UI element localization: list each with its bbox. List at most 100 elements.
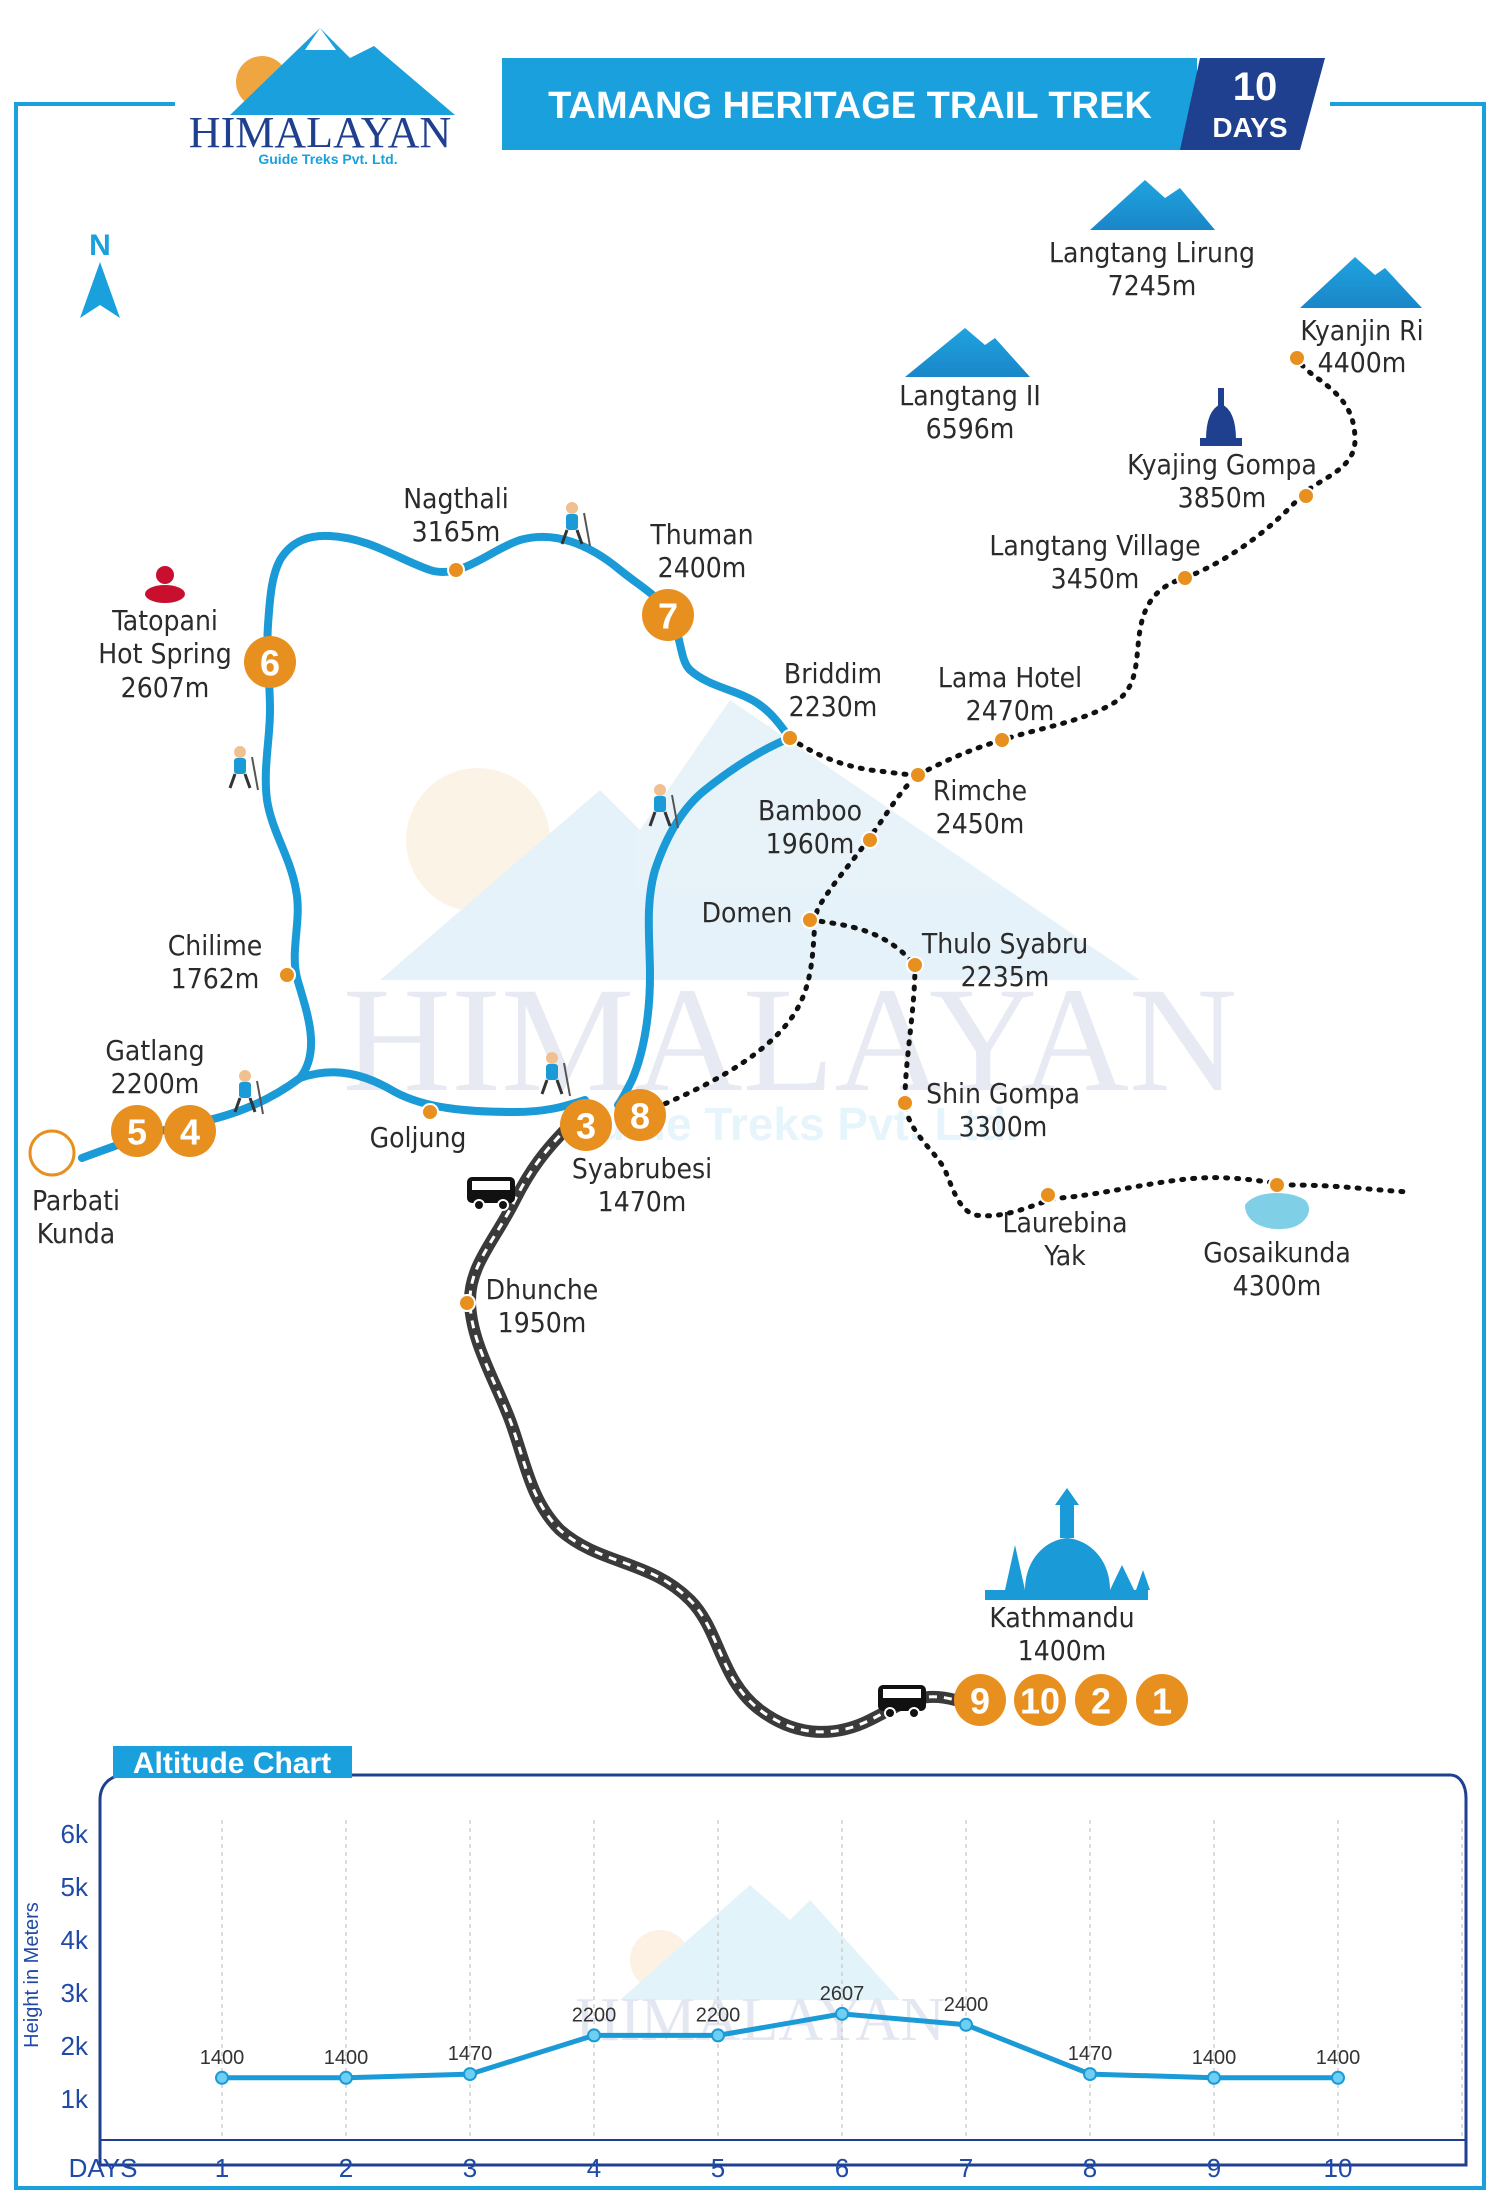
- altitude-value-label: 1400: [200, 2047, 245, 2069]
- north-label: N: [89, 229, 111, 262]
- hiker-icon: [228, 746, 259, 791]
- day-marker-d8: 8: [614, 1089, 666, 1141]
- day-marker-d1: 1: [1136, 1674, 1188, 1726]
- place-laurebina-2: Yak: [1043, 1239, 1086, 1272]
- chart-watermark-text: HIMALAYAN: [575, 1986, 945, 2054]
- trail-path: [261, 531, 794, 1109]
- x-axis-label: DAYS: [69, 2153, 138, 2183]
- mountain-icon: [905, 328, 1030, 377]
- place-rimche: Rimche: [933, 774, 1027, 807]
- y-tick-label: 2k: [61, 2031, 89, 2061]
- place-tatopani-2: Hot Spring: [98, 637, 232, 670]
- x-tick-label: 6: [835, 2153, 849, 2183]
- mountain-icon: [1090, 180, 1215, 230]
- altitude-point: [959, 2017, 973, 2032]
- day-number: 3: [576, 1106, 596, 1147]
- place-parbati: Parbati: [32, 1184, 120, 1217]
- lake-icon: [1245, 1193, 1310, 1230]
- y-tick-label: 6k: [61, 1819, 89, 1849]
- logo-name: HIMALAYAN: [189, 108, 451, 157]
- svg-text:Kyanjin Ri: Kyanjin Ri: [1300, 314, 1423, 347]
- days-word: DAYS: [1212, 112, 1287, 143]
- place-bamboo: Bamboo: [758, 794, 862, 827]
- hiker-icon: [560, 502, 591, 547]
- place-langtang-village-alt: 3450m: [1051, 562, 1140, 595]
- day-number: 6: [260, 643, 280, 684]
- y-tick-label: 5k: [61, 1872, 89, 1902]
- x-tick-label: 8: [1083, 2153, 1097, 2183]
- road-centerline: [468, 1123, 956, 1734]
- x-tick-label: 10: [1324, 2153, 1353, 2183]
- place-parbati-2: Kunda: [37, 1217, 116, 1250]
- place-dot: [909, 766, 927, 784]
- place-dot: [1039, 1186, 1057, 1204]
- place-shin-gompa-alt: 3300m: [959, 1110, 1048, 1143]
- altitude-point: [1207, 2070, 1221, 2085]
- mountain-kyanjin-ri: Kyanjin Ri 4400m: [1300, 257, 1424, 379]
- x-tick-label: 7: [959, 2153, 973, 2183]
- day-number: 4: [180, 1112, 200, 1153]
- day-number: 2: [1091, 1681, 1111, 1722]
- altitude-point: [463, 2067, 477, 2082]
- day-marker-d10: 10: [1014, 1674, 1066, 1726]
- y-tick-label: 1k: [61, 2084, 89, 2114]
- altitude-value-label: 1400: [1316, 2047, 1361, 2069]
- altitude-point: [215, 2070, 229, 2085]
- svg-text:Langtang II: Langtang II: [899, 379, 1041, 412]
- altitude-value-label: 1470: [448, 2043, 493, 2065]
- watermark: HIMALAYAN Guide Treks Pvt. Ltd.: [343, 700, 1237, 1150]
- road: [463, 1119, 961, 1738]
- place-shin-gompa: Shin Gompa: [926, 1077, 1080, 1110]
- place-rimche-alt: 2450m: [936, 807, 1025, 840]
- altitude-value-label: 1400: [1192, 2047, 1237, 2069]
- place-briddim-alt: 2230m: [789, 690, 878, 723]
- hiker-icon: [233, 1070, 264, 1115]
- day-marker-d5b: 5: [111, 1105, 163, 1157]
- logo-sub: Guide Treks Pvt. Ltd.: [258, 151, 397, 167]
- dotted-segment: [915, 575, 1188, 778]
- place-gosaikunda-alt: 4300m: [1233, 1269, 1322, 1302]
- day-number: 7: [658, 596, 678, 637]
- trail-path: [296, 1068, 589, 1116]
- place-dot: [906, 956, 924, 974]
- place-dot: [1297, 487, 1315, 505]
- dotted-segment: [787, 735, 921, 778]
- place-gatlang: Gatlang: [105, 1034, 204, 1067]
- place-nagthali-alt: 3165m: [412, 515, 501, 548]
- place-thulo-syabru: Thulo Syabru: [921, 927, 1088, 960]
- place-dot: [278, 966, 296, 984]
- x-tick-label: 3: [463, 2153, 477, 2183]
- place-syabrubesi: Syabrubesi: [572, 1152, 712, 1185]
- svg-text:7245m: 7245m: [1108, 269, 1197, 302]
- title-banner: TAMANG HERITAGE TRAIL TREK 10 DAYS: [502, 58, 1325, 150]
- kathmandu-stupa-icon: [985, 1488, 1150, 1600]
- place-kathmandu: Kathmandu: [989, 1601, 1134, 1634]
- chart-title: Altitude Chart: [133, 1747, 331, 1780]
- place-dhunche-alt: 1950m: [498, 1306, 587, 1339]
- frame-border: [14, 102, 1486, 2190]
- y-tick-label: 4k: [61, 1925, 89, 1955]
- day-marker-d6: 6: [244, 636, 296, 688]
- place-dot: [1176, 569, 1194, 587]
- place-dot: [1268, 1176, 1286, 1194]
- place-thuman: Thuman: [649, 518, 753, 551]
- altitude-point: [587, 2028, 601, 2043]
- place-thulo-syabru-alt: 2235m: [961, 960, 1050, 993]
- place-dot: [421, 1103, 439, 1121]
- place-gatlang-alt: 2200m: [111, 1067, 200, 1100]
- hiker-icon: [540, 1052, 571, 1097]
- svg-text:4400m: 4400m: [1318, 346, 1407, 379]
- dotted-segment: [807, 917, 918, 968]
- place-dot: [861, 831, 879, 849]
- day-marker-d2: 2: [1075, 1674, 1127, 1726]
- altitude-point: [835, 2006, 849, 2021]
- hiker-icon: [648, 784, 679, 829]
- place-domen: Domen: [702, 896, 793, 929]
- day-marker-d3: 3: [560, 1099, 612, 1151]
- place-kyajing-gompa: Kyajing Gompa: [1127, 448, 1317, 481]
- day-number: 1: [1152, 1681, 1172, 1722]
- place-dot: [1288, 349, 1306, 367]
- x-tick-label: 5: [711, 2153, 725, 2183]
- altitude-line: [222, 2011, 1338, 2081]
